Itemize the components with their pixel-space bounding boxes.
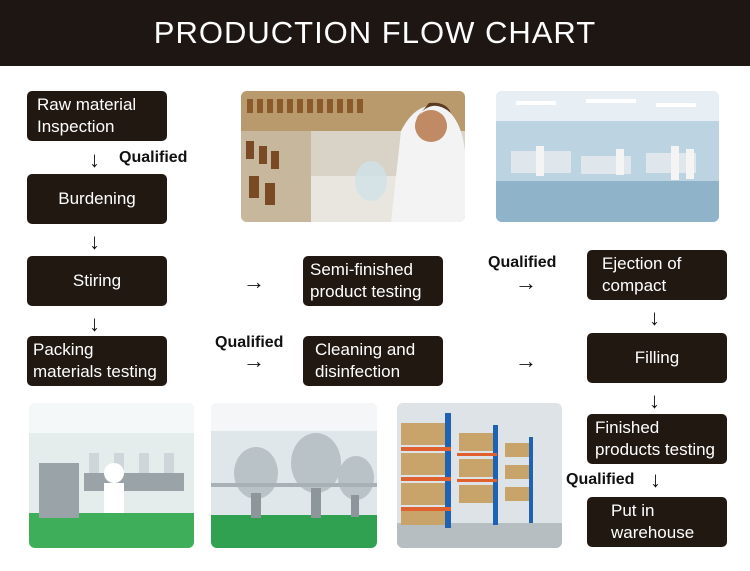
step-label: Stiring <box>72 271 122 290</box>
step-ejection-of-compact: Ejection of compact <box>587 250 727 300</box>
step-put-in-warehouse: Put in warehouse <box>587 497 727 547</box>
step-label: Finished products testing <box>595 418 716 459</box>
arrow-right-icon: → <box>243 348 265 373</box>
qualified-label: Qualified <box>119 149 188 166</box>
arrow-down-icon: ↓ <box>89 311 100 336</box>
arrow-right-icon: → <box>515 270 537 295</box>
mixing-tanks-photo <box>211 403 377 548</box>
step-label: Semi-finished product testing <box>310 260 422 301</box>
step-burdening: Burdening <box>27 174 167 224</box>
arrow-down-icon: ↓ <box>89 229 100 254</box>
step-finished-products-testing: Finished products testing <box>587 414 727 464</box>
arrow-down-icon: ↓ <box>649 388 660 413</box>
step-raw-material-inspection: Raw material Inspection <box>27 91 167 141</box>
cleanroom-photo <box>496 91 719 222</box>
step-label: Cleaning and disinfection <box>315 340 416 381</box>
page-title: PRODUCTION FLOW CHART <box>0 0 750 66</box>
arrow-down-icon: ↓ <box>650 467 661 492</box>
production-line-photo <box>29 403 194 548</box>
step-label: Raw material Inspection <box>37 95 137 136</box>
step-label: Put in warehouse <box>611 501 695 542</box>
arrow-down-icon: ↓ <box>89 147 100 172</box>
step-stiring: Stiring <box>27 256 167 306</box>
step-label: Packing materials testing <box>33 340 157 381</box>
arrow-down-icon: ↓ <box>649 305 660 330</box>
qualified-label: Qualified <box>566 471 635 488</box>
qualified-label: Qualified <box>488 254 557 271</box>
warehouse-photo <box>397 403 562 548</box>
step-label: Burdening <box>58 189 136 208</box>
qualified-label: Qualified <box>215 334 284 351</box>
step-label: Ejection of compact <box>602 254 682 295</box>
step-cleaning-and-disinfection: Cleaning and disinfection <box>303 336 443 386</box>
arrow-right-icon: → <box>243 269 265 294</box>
step-packing-materials-testing: Packing materials testing <box>27 336 167 386</box>
step-filling: Filling <box>587 333 727 383</box>
lab-photo <box>241 91 465 222</box>
step-semi-finished-product-testing: Semi-finished product testing <box>303 256 443 306</box>
arrow-right-icon: → <box>515 348 537 373</box>
step-label: Filling <box>634 348 680 367</box>
